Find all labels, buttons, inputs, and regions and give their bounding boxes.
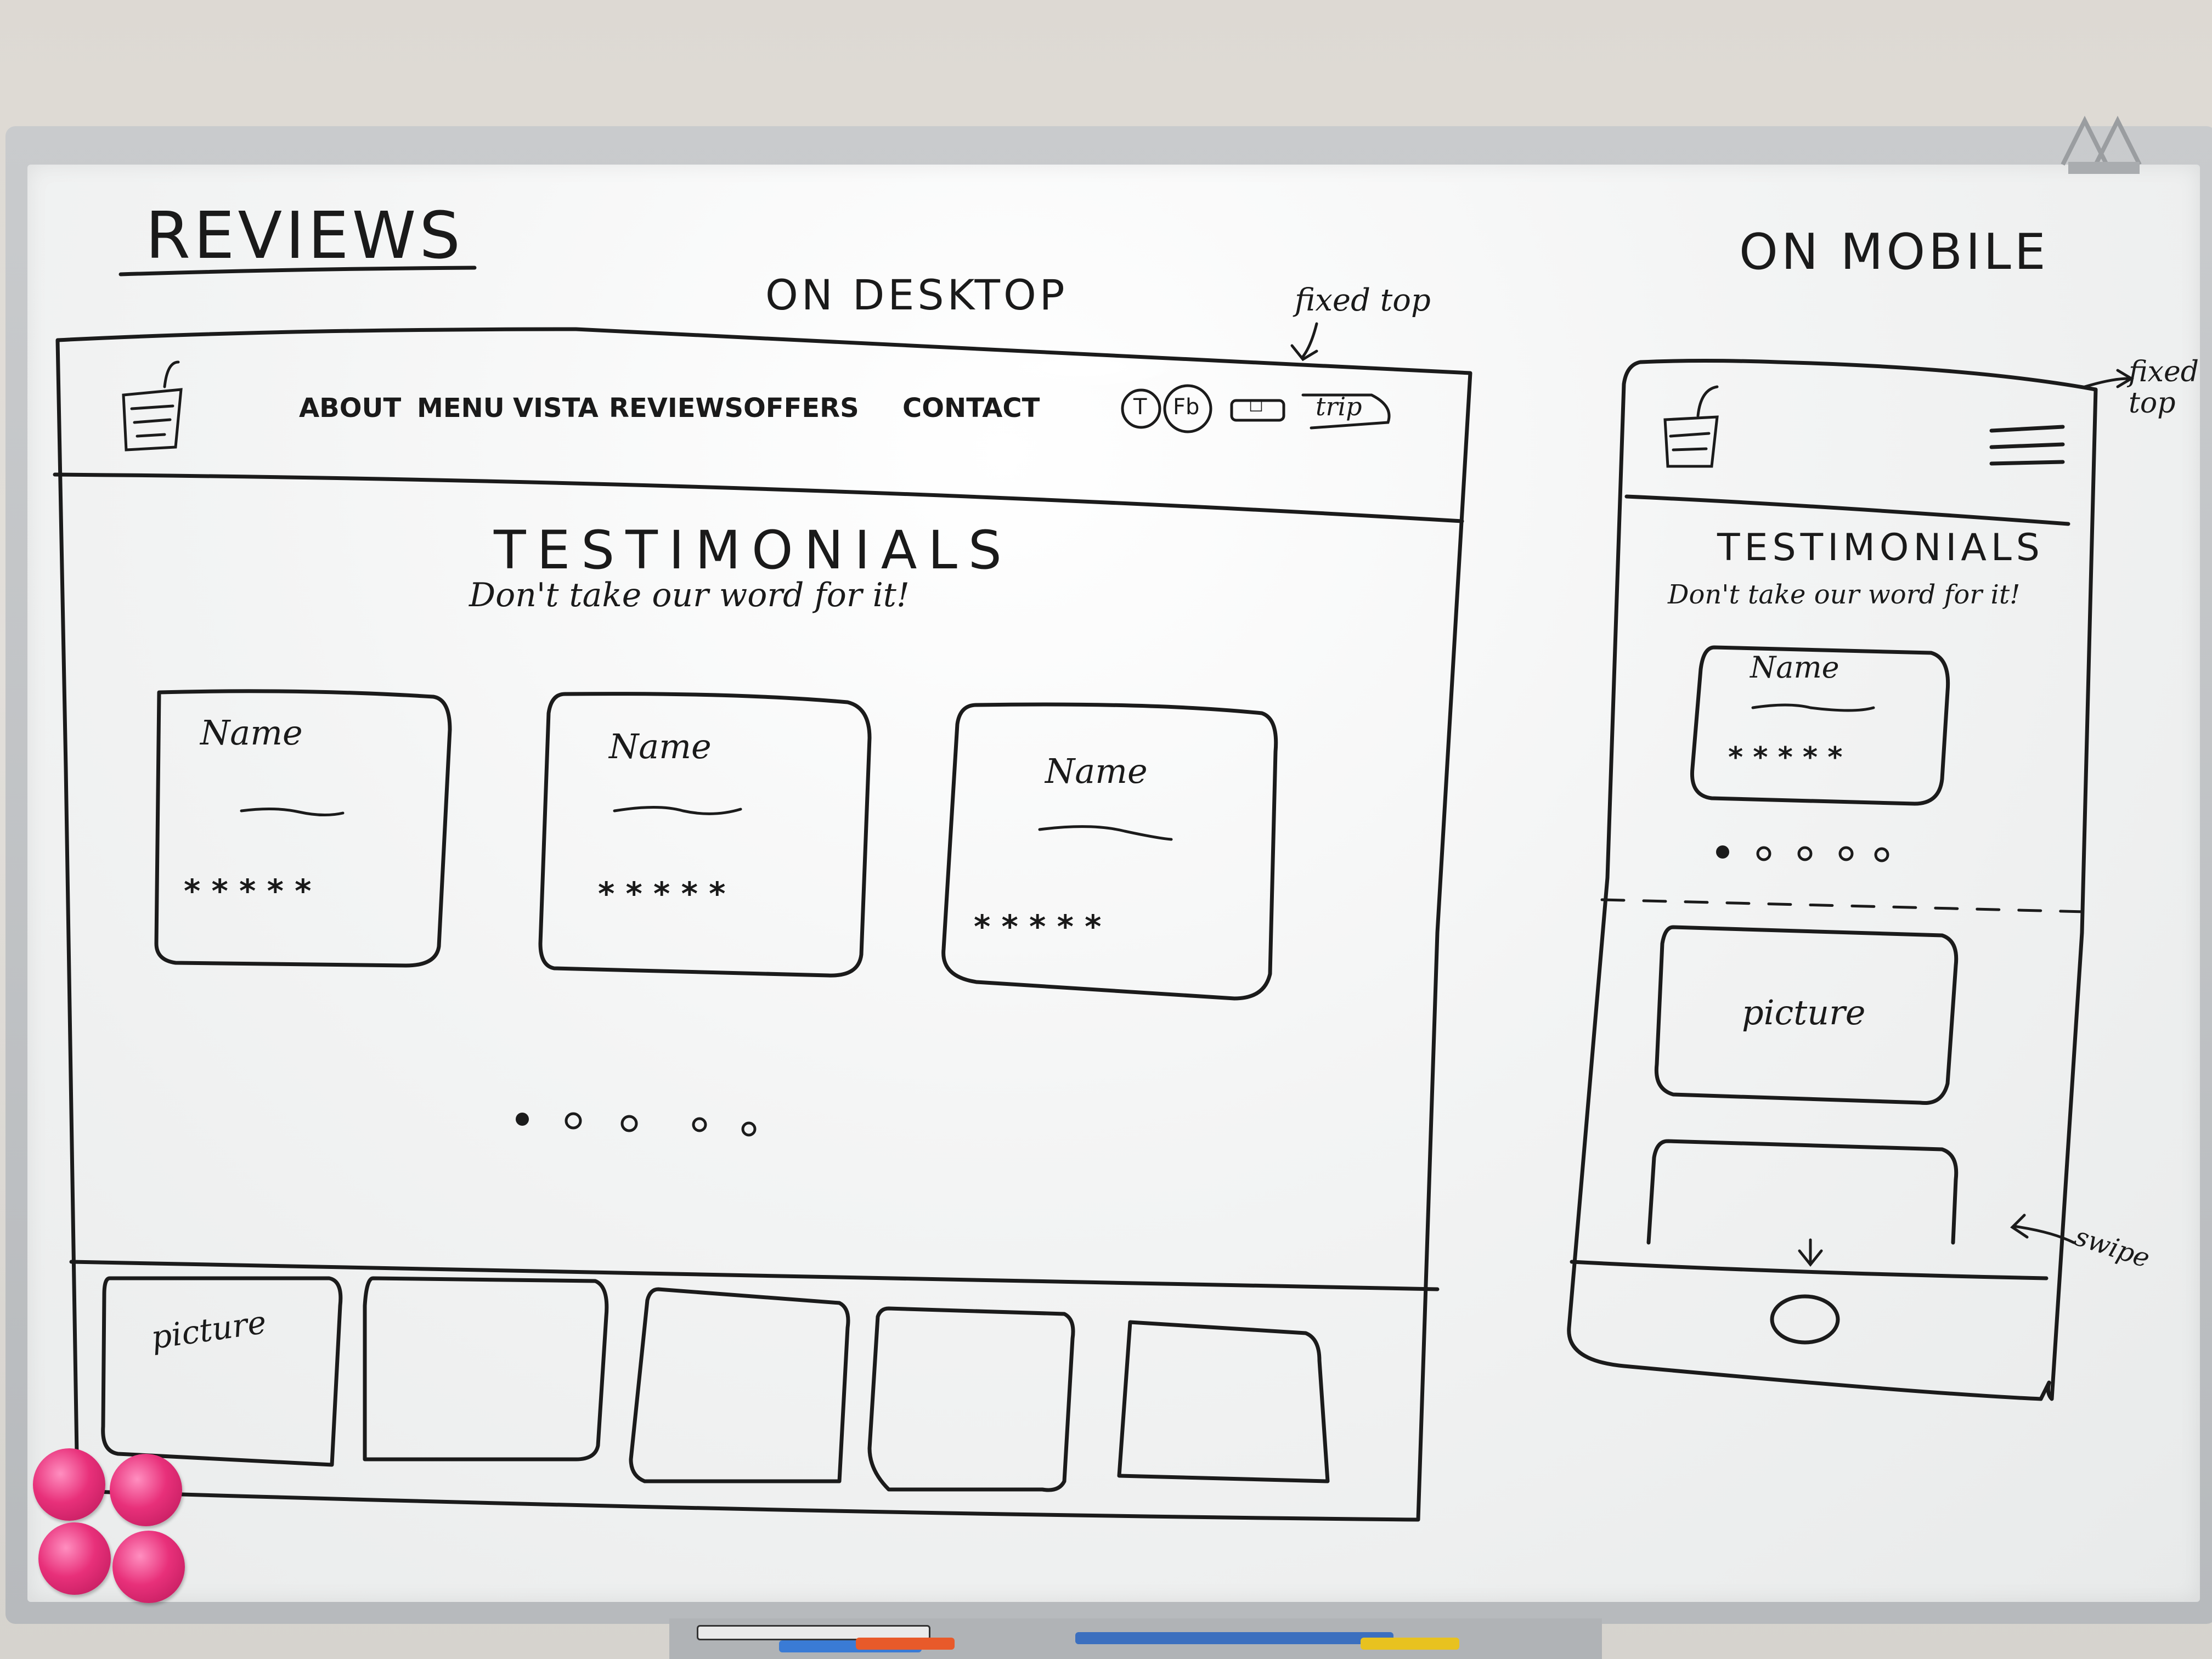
desktop-card-2-outline	[538, 692, 872, 978]
desktop-carousel-dot	[741, 1121, 757, 1137]
mobile-carousel-dot	[1756, 846, 1771, 861]
facebook-icon	[1163, 384, 1212, 433]
desktop-carousel-dot	[620, 1115, 638, 1132]
mobile-bottom-bar-divider	[1570, 1260, 2049, 1280]
mobile-home-button	[1770, 1294, 1840, 1345]
desktop-gallery-box-2	[363, 1276, 609, 1462]
mobile-card-stars: * * * * *	[1728, 741, 1843, 774]
mobile-gallery-box-1	[1654, 925, 1959, 1105]
board-title: REVIEWS	[145, 198, 464, 273]
desktop-carousel-dot	[565, 1112, 582, 1130]
nav-item-about[interactable]: ABOUT	[299, 393, 402, 424]
swipe-arrow	[2010, 1214, 2075, 1244]
desktop-carousel-dot	[692, 1117, 707, 1132]
facebook-icon-label[interactable]: Fb	[1173, 394, 1200, 420]
magnet[interactable]	[112, 1531, 185, 1603]
desktop-gallery-box-1	[101, 1276, 343, 1467]
instagram-icon-label[interactable]: ☐	[1249, 397, 1263, 416]
mobile-card-name: Name	[1750, 650, 1839, 685]
desktop-section-title: TESTIMONIALS	[494, 520, 1013, 581]
instagram-icon	[1230, 399, 1285, 422]
desktop-card-3-stars: * * * * *	[974, 908, 1102, 945]
whiteboard-surface	[27, 165, 2200, 1602]
mobile-section-title: TESTIMONIALS	[1717, 526, 2044, 569]
magnet[interactable]	[33, 1448, 105, 1521]
mobile-carousel-dot	[1797, 846, 1813, 861]
desktop-gallery-box-3	[629, 1287, 850, 1483]
marker[interactable]	[1075, 1632, 1393, 1644]
mobile-scroll-arrow	[1798, 1238, 1823, 1267]
nav-item-contact[interactable]: CONTACT	[902, 393, 1040, 424]
desktop-gallery-box-4	[867, 1306, 1075, 1492]
trip-button[interactable]: trip	[1316, 392, 1362, 421]
desktop-card-1-name: Name	[200, 713, 303, 753]
desktop-logo-icon	[122, 360, 183, 452]
desktop-footer-divider	[69, 1260, 1440, 1291]
nav-item-reviews[interactable]: REVIEWS	[609, 393, 744, 424]
mobile-fixed-top-note: fixed top	[2129, 356, 2199, 420]
marker[interactable]	[1361, 1638, 1459, 1650]
nav-item-menu[interactable]: MENU	[417, 393, 505, 424]
marker[interactable]	[856, 1638, 955, 1650]
hamburger-menu-icon	[1989, 425, 2065, 466]
mobile-gallery-box-1-label: picture	[1742, 992, 1866, 1032]
desktop-nav: ABOUT MENU VISTA REVIEWS OFFERS CONTACT	[299, 395, 1045, 433]
magnet[interactable]	[38, 1522, 111, 1595]
nav-item-vista[interactable]: VISTA	[513, 393, 599, 424]
desktop-label: ON DESKTOP	[765, 270, 1068, 319]
fixed-top-arrow	[1290, 322, 1318, 362]
desktop-header-divider	[53, 472, 1464, 523]
desktop-card-3-name: Name	[1045, 751, 1148, 791]
hanger-hooks	[2061, 116, 2142, 174]
desktop-card-2-stars: * * * * *	[598, 875, 726, 912]
desktop-card-3-outline	[941, 702, 1278, 1001]
mobile-fixed-top-arrow	[2083, 369, 2134, 388]
nav-item-offers[interactable]: OFFERS	[743, 393, 859, 424]
trip-button-outline	[1301, 393, 1391, 430]
mobile-dashed-separator	[1600, 898, 2086, 913]
mobile-logo-icon	[1663, 385, 1719, 468]
mobile-carousel-dot	[1838, 846, 1854, 861]
magnet[interactable]	[110, 1454, 182, 1526]
desktop-gallery-box-5	[1117, 1320, 1330, 1483]
mobile-frame	[1567, 359, 2098, 1401]
desktop-frame	[55, 327, 1472, 1522]
desktop-carousel-dot-active	[516, 1113, 529, 1126]
twitter-icon-label[interactable]: T	[1133, 394, 1147, 420]
title-underline	[119, 266, 477, 276]
mobile-carousel-dot	[1874, 847, 1889, 862]
desktop-section-subtitle: Don't take our word for it!	[469, 576, 910, 614]
mobile-card-outline	[1690, 645, 1950, 806]
desktop-card-1-outline	[154, 689, 452, 968]
desktop-card-1-stars: * * * * *	[184, 872, 312, 910]
mobile-gallery-box-2	[1646, 1139, 1959, 1245]
desktop-card-2-name: Name	[609, 726, 712, 766]
mobile-header-divider	[1624, 494, 2070, 526]
mobile-section-subtitle: Don't take our word for it!	[1668, 579, 2021, 610]
mobile-label: ON MOBILE	[1739, 223, 2049, 281]
fixed-top-note: fixed top	[1295, 283, 1431, 318]
twitter-icon	[1121, 388, 1161, 429]
mobile-carousel-dot-active	[1716, 845, 1729, 859]
